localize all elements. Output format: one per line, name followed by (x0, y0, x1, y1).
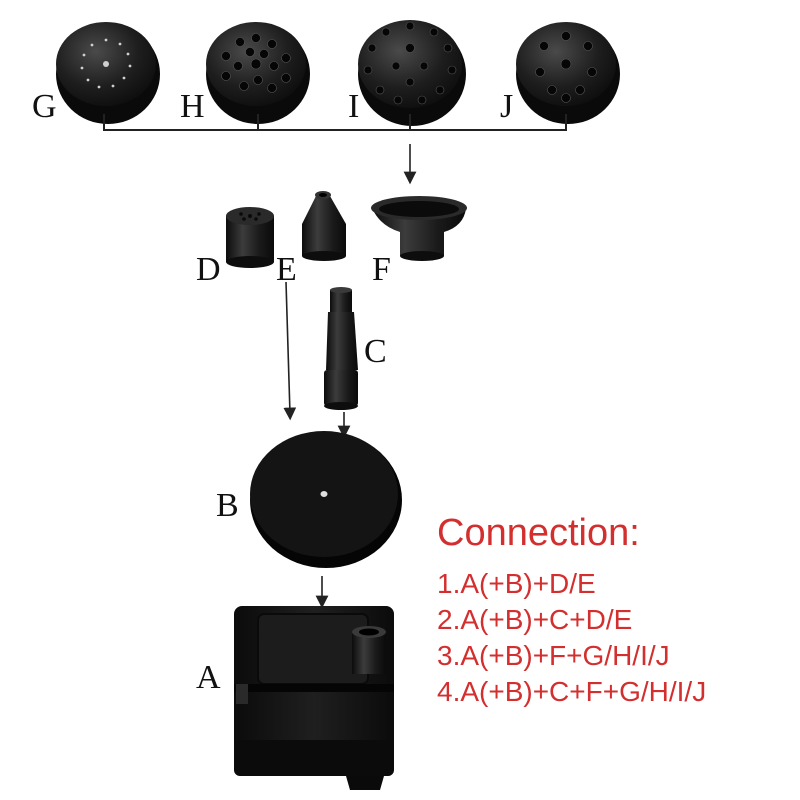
nozzle-funnel-f (371, 196, 467, 261)
label-i: I (348, 88, 359, 125)
label-j: J (500, 88, 513, 125)
label-c: C (364, 333, 387, 370)
extension-tube-c (324, 287, 358, 410)
bracket-connector (103, 114, 567, 131)
nozzle-head-j (516, 22, 620, 124)
label-b: B (216, 487, 239, 524)
label-a: A (196, 659, 221, 696)
connection-option: 4.A(+B)+C+F+G/H/I/J (437, 676, 707, 707)
label-d: D (196, 251, 221, 288)
connection-option: 2.A(+B)+C+D/E (437, 604, 633, 635)
nozzle-tip-e (302, 191, 346, 261)
nozzle-cap-d (226, 207, 274, 268)
nozzle-head-i (358, 20, 466, 126)
nozzle-head-h (206, 22, 310, 124)
label-f: F (372, 251, 391, 288)
connection-title: Connection: (437, 512, 640, 554)
arrow-e-to-b (283, 281, 297, 421)
nozzle-head-g (56, 22, 160, 124)
connection-options-list: 1.A(+B)+D/E 2.A(+B)+C+D/E 3.A(+B)+F+G/H/… (437, 566, 706, 710)
connection-option: 3.A(+B)+F+G/H/I/J (437, 640, 670, 671)
pump-a (234, 606, 394, 790)
connection-option: 1.A(+B)+D/E (437, 568, 596, 599)
label-g: G (32, 88, 57, 125)
label-h: H (180, 88, 205, 125)
float-disk-b (250, 431, 402, 568)
label-e: E (276, 251, 297, 288)
